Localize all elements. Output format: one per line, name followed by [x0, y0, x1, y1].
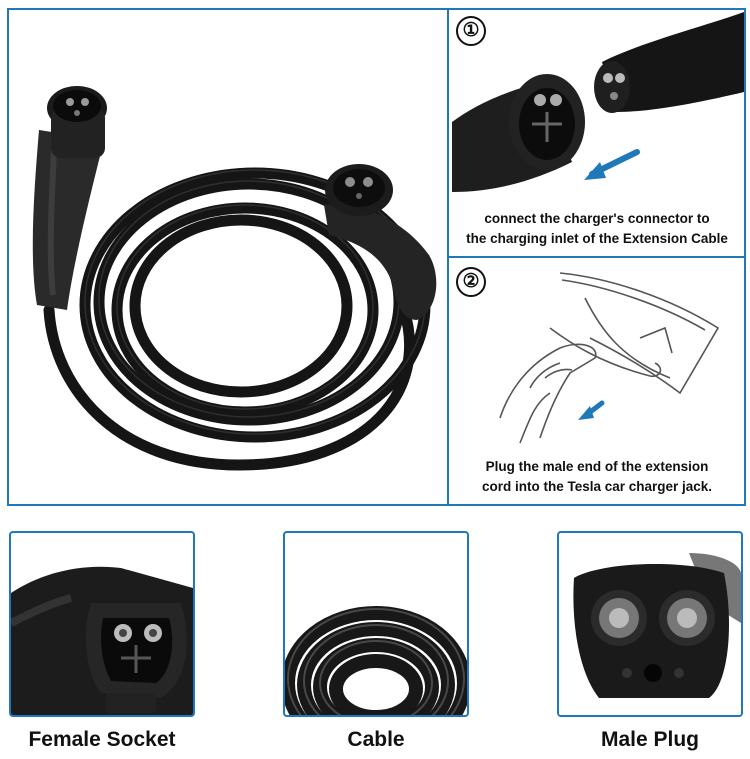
step-1-connect-image [452, 12, 744, 192]
extension-cable-hero-image [32, 86, 437, 471]
male-connector-body [324, 204, 437, 320]
male-plug-photo [557, 531, 743, 717]
step-1-caption-line-2: the charging inlet of the Extension Cabl… [466, 231, 728, 246]
step-1-caption-line-1: connect the charger's connector to [484, 211, 710, 226]
female-socket-label: Female Socket [28, 728, 176, 751]
panel-divider-horizontal [447, 256, 746, 258]
step-1-caption: connect the charger's connector to the c… [450, 209, 744, 249]
step-2-caption-line-2: cord into the Tesla car charger jack. [481, 479, 713, 494]
step-2-plug-into-car-image [499, 272, 720, 444]
step-1-number: ① [456, 16, 486, 46]
cable-photo [283, 531, 469, 717]
step-2-caption-line-1: Plug the male end of the extension [485, 459, 709, 474]
female-socket-photo [9, 531, 195, 717]
male-plug-label: Male Plug [600, 728, 700, 751]
cable-label: Cable [347, 728, 405, 751]
step-2-number: ② [456, 267, 486, 297]
step-2-caption: Plug the male end of the extension cord … [450, 457, 744, 497]
